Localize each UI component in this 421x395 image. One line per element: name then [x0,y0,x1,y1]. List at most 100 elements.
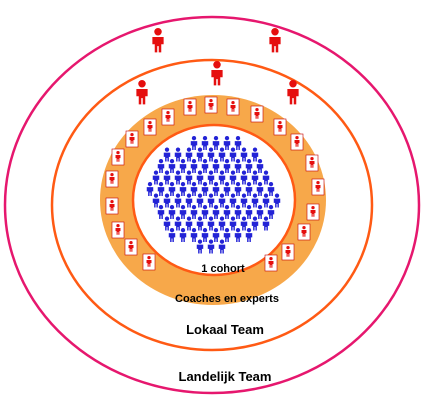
cohort-member-icon [234,205,242,220]
cohort-member-icon [163,193,171,208]
cohort-member-icon [256,182,264,197]
cohort-member-icon [240,170,248,185]
cohort-member-icon [245,159,253,174]
cohort-member-icon [146,182,154,197]
cohort-member-icon [196,170,204,185]
person-card-icon [128,241,134,252]
cohort-label: 1 cohort [201,263,245,275]
cohort-member-icon [207,239,215,254]
cohort-member-icon [168,205,176,220]
cohort-member-icon [223,136,231,151]
cohort-member-icon [218,193,226,208]
cohort-member-icon [179,205,187,220]
cohort-member-icon [168,159,176,174]
national-team-members [152,28,281,53]
person-card-icon [301,226,307,237]
cohort-member-icon [201,182,209,197]
coach-card [125,130,139,148]
local-member-icon [211,61,223,86]
cohort-member-icon [207,193,215,208]
person-card-icon [285,246,291,257]
cohort-member-icon [245,205,253,220]
cohort-member-icon [185,147,193,162]
cohort-member-icon [273,193,281,208]
cohort-member-icon [190,228,198,243]
person-card-icon [230,101,236,112]
person-card-icon [268,257,274,268]
national-team-label: Landelijk Team [179,369,272,384]
cohort-member-icon [179,182,187,197]
cohort-member-icon [174,216,182,231]
person-card-icon [187,101,193,112]
cohort-member-icon [196,147,204,162]
cohort-member-icon [174,147,182,162]
coach-card [281,243,295,261]
coach-card [305,154,319,172]
cohort-member-icon [267,205,275,220]
cohort-member-icon [212,159,220,174]
cohort-member-icon [251,216,259,231]
cohort-member-icon [157,159,165,174]
person-card-icon [109,173,115,184]
cohort-member-icon [152,170,160,185]
national-team-ring [3,15,421,395]
coach-card [124,238,138,256]
cohort-member-icon [168,182,176,197]
cohort-members [146,136,281,254]
cohort-member-icon [229,216,237,231]
cohort-member-icon [251,193,259,208]
coach-card [111,221,125,239]
person-card-icon [294,136,300,147]
cohort-member-icon [218,239,226,254]
cohort-member-icon [163,216,171,231]
cohort-member-icon [201,159,209,174]
cohort-member-icon [207,170,215,185]
cohort-member-icon [185,193,193,208]
local-team-ring [50,58,374,352]
person-card-icon [109,200,115,211]
cohort-member-icon [240,147,248,162]
cohort-member-icon [168,228,176,243]
cohort-member-icon [229,170,237,185]
person-card-icon [309,157,315,168]
cohort-member-icon [240,216,248,231]
cohort-member-icon [190,205,198,220]
person-card-icon [115,224,121,235]
coach-card [111,148,125,166]
cohort-member-icon [256,159,264,174]
local-team-members [136,61,299,105]
cohort-member-icon [179,228,187,243]
person-card-icon [310,206,316,217]
cohort-member-icon [234,136,242,151]
coach-card [226,98,240,116]
national-member-icon [269,28,281,53]
coach-card [290,133,304,151]
person-card-icon [129,133,135,144]
person-card-icon [254,108,260,119]
cohort-member-icon [262,216,270,231]
cohort-member-icon [185,170,193,185]
cohort-member-icon [190,136,198,151]
cohort-member-icon [262,170,270,185]
coach-card [105,197,119,215]
coach-cards [105,96,325,272]
cohort-member-icon [212,205,220,220]
cohort-member-icon [190,159,198,174]
cohort-member-icon [251,170,259,185]
cohort-member-icon [201,228,209,243]
person-card-icon [147,121,153,132]
cohort-member-icon [207,147,215,162]
cohort-member-icon [234,182,242,197]
local-member-icon [136,80,148,105]
cohort-member-icon [163,147,171,162]
cohort-member-icon [196,239,204,254]
cohort-member-icon [196,193,204,208]
person-card-icon [115,151,121,162]
cohort-member-icon [207,216,215,231]
cohort-member-icon [223,182,231,197]
cohort-member-icon [174,193,182,208]
person-card-icon [165,111,171,122]
person-card-icon [208,99,214,110]
cohort-member-icon [245,228,253,243]
